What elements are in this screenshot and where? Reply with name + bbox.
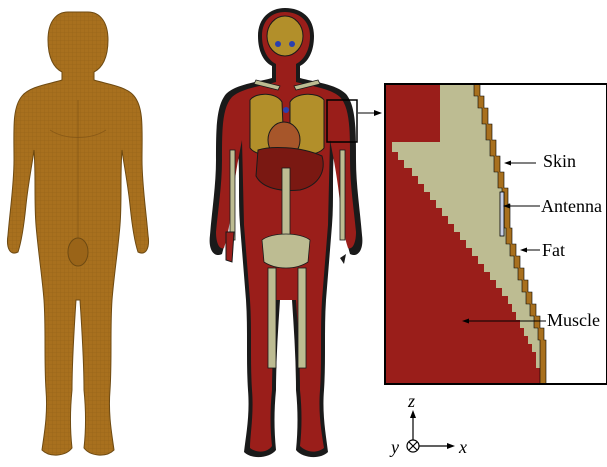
zoom-inset: [385, 84, 607, 384]
axis-label-z: z: [408, 391, 415, 412]
label-antenna: Antenna: [541, 196, 602, 217]
body-cross-section-model: [210, 8, 363, 457]
label-fat: Fat: [542, 240, 565, 261]
coordinate-axes: [407, 410, 455, 452]
antenna-block: [500, 192, 504, 236]
axis-label-x: x: [459, 437, 467, 458]
body-external-model: [7, 12, 148, 455]
axis-label-y: y: [391, 437, 399, 458]
label-muscle: Muscle: [547, 310, 600, 331]
label-skin: Skin: [543, 151, 576, 172]
